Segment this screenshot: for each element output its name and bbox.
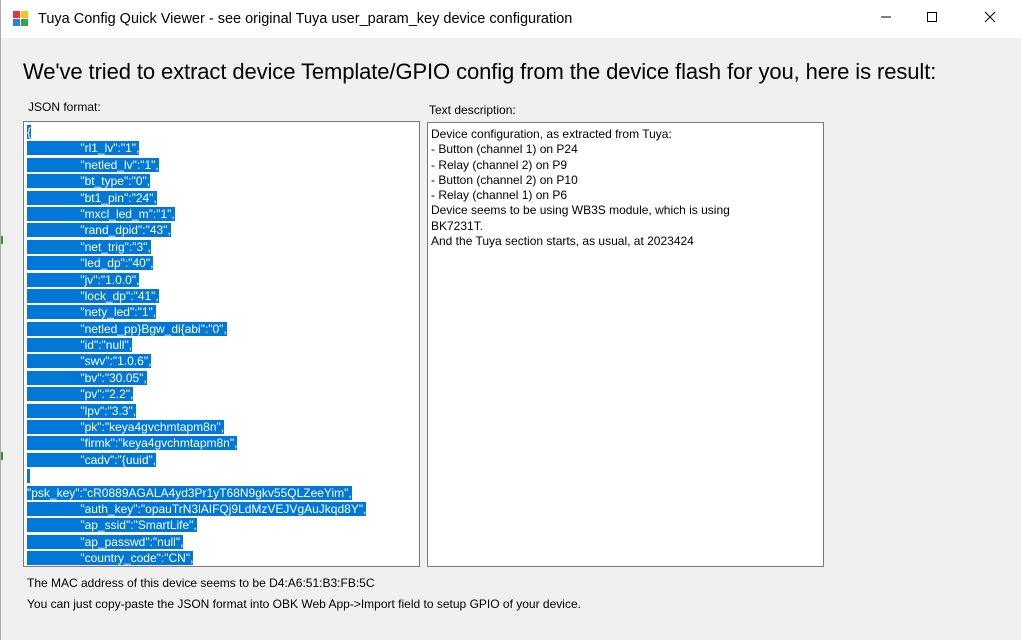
json-line: "rl1_lv":"1", [27,140,366,156]
maximize-button[interactable] [909,0,955,38]
page-heading: We've tried to extract device Template/G… [23,59,937,84]
json-textbox[interactable]: { "rl1_lv":"1", "netled_lv":"1", "bt_typ… [23,121,420,567]
import-hint-note: You can just copy-paste the JSON format … [27,597,581,611]
json-line-text: "rand_dpid":"43", [27,223,171,238]
json-line-text: "nety_led":"1", [27,305,157,320]
mac-address-note: The MAC address of this device seems to … [27,576,375,590]
json-line-text: "swv":"1.0.6", [27,354,152,369]
json-line-text: "netled_pp}Bgw_di{abi":"0", [27,321,227,336]
minimize-icon [880,10,892,28]
json-label: JSON format: [28,100,101,114]
json-line-text: "cadv":"{uuid", [27,452,157,467]
json-line: "swv":"1.0.6", [27,353,366,369]
description-line: Device seems to be using WB3S module, wh… [431,203,730,218]
json-line: "ap_passwd":"null", [27,534,366,550]
json-line: "ap_ssid":"SmartLife", [27,517,366,533]
json-line: "lpv":"3.3", [27,403,366,419]
json-line-text: "auth_key":"opauTrN3lAIFQj9LdMzVEJVgAuJk… [27,501,367,516]
json-line: "auth_key":"opauTrN3lAIFQj9LdMzVEJVgAuJk… [27,501,367,517]
description-line: - Button (channel 1) on P24 [431,142,578,157]
json-line-text: "id":"null", [27,338,133,353]
json-line-text: "ap_ssid":"SmartLife", [27,518,197,533]
description-line: - Relay (channel 1) on P6 [431,188,568,203]
json-line: "bt_type":"0", [27,173,366,189]
description-line: - Relay (channel 2) on P9 [431,157,568,172]
json-line: "pv":"2.2", [27,386,366,402]
title-bar[interactable]: Tuya Config Quick Viewer - see original … [1,0,1021,38]
json-line: "id":"null", [27,337,366,353]
json-line-text: "pk":"keya4gvchmtapm8n", [27,420,225,435]
description-textbox[interactable]: Device configuration, as extracted from … [427,122,824,567]
json-line-text: "bv":"30.05", [27,370,147,385]
json-line: "country_code":"CN", [27,550,366,566]
json-line-text: { [27,125,32,139]
json-line: "mxcl_led_m":"1", [27,206,366,222]
description-line: And the Tuya section starts, as usual, a… [431,234,694,249]
json-line-text: "rl1_lv":"1", [27,141,140,156]
close-button[interactable] [967,0,1013,38]
json-line: { [27,124,366,140]
json-line: "pk":"keya4gvchmtapm8n", [27,419,366,435]
app-icon [13,11,29,27]
json-line: "bt1_pin":"24", [27,190,366,206]
json-line: "nety_led":"1", [27,304,366,320]
json-line-text: "psk_key":"cR0889AGALA4yd3Pr1yT68N9gkv55… [27,485,352,500]
json-line-text: "jv":"1.0.0", [27,272,140,287]
window-title: Tuya Config Quick Viewer - see original … [38,11,573,27]
json-line-text: "ap_passwd":"null", [27,534,184,549]
json-line-text: "bt1_pin":"24", [27,190,157,205]
text-description-label: Text description: [429,103,516,117]
json-line: "netled_pp}Bgw_di{abi":"0", [27,321,366,337]
close-icon [984,10,996,28]
json-line-text: "led_dp":"40", [27,256,154,271]
json-line: "net_trig":"3", [27,239,366,255]
json-line-text [27,469,31,484]
description-content: Device configuration, as extracted from … [431,127,730,249]
json-line: "rand_dpid":"43", [27,222,366,238]
json-line-text: "netled_lv":"1", [27,157,159,172]
json-line-text: "country_code":"CN", [27,551,194,566]
json-line-text: "firmk":"keya4gvchmtapm8n", [27,436,238,451]
json-content: { "rl1_lv":"1", "netled_lv":"1", "bt_typ… [27,124,367,566]
json-line-text: "bt_type":"0", [27,174,151,189]
json-line-text: "net_trig":"3", [27,239,151,254]
json-line: "jv":"1.0.0", [27,272,366,288]
json-line-text: "lpv":"3.3", [27,403,137,418]
description-line: - Button (channel 2) on P10 [431,172,578,187]
description-line: Device configuration, as extracted from … [431,127,672,141]
json-line: "cadv":"{uuid", [27,452,366,468]
minimize-button[interactable] [863,0,909,38]
left-edge-accent [1,236,3,244]
json-line-text: "pv":"2.2", [27,387,134,402]
json-line-text: "mxcl_led_m":"1", [27,206,175,221]
json-line: "netled_lv":"1", [27,157,366,173]
description-line: BK7231T. [431,218,484,233]
json-line [27,468,366,484]
maximize-icon [926,10,938,28]
json-line: "lock_dp":"41", [27,288,366,304]
json-line: "bv":"30.05", [27,370,366,386]
json-line: "psk_key":"cR0889AGALA4yd3Pr1yT68N9gkv55… [27,485,366,501]
json-line: "firmk":"keya4gvchmtapm8n", [27,435,366,451]
json-line-text: "lock_dp":"41", [27,288,159,303]
left-edge-accent [1,452,3,460]
json-line: "led_dp":"40", [27,255,366,271]
